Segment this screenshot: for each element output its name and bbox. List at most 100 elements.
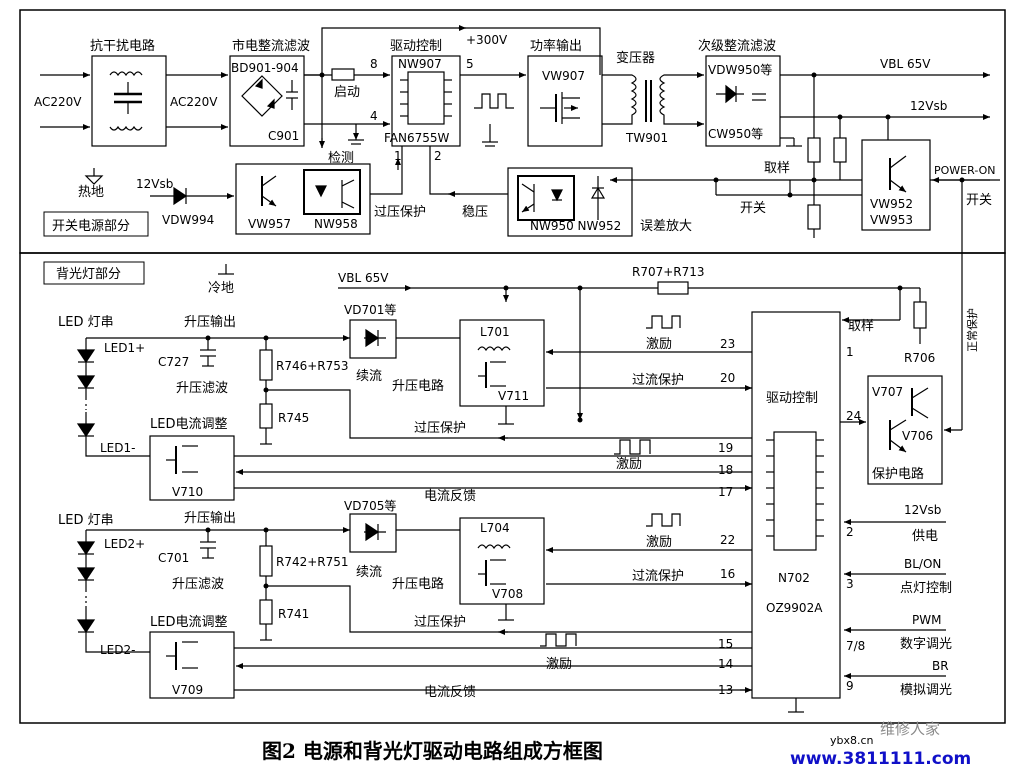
r706-resistor: [913, 301, 927, 329]
ovp-2: 过压保护: [414, 615, 466, 630]
pin-5: 5: [466, 57, 474, 71]
led-string-2: LED 灯串: [58, 513, 114, 528]
led1-minus: LED1-: [100, 441, 135, 455]
pin-1: 1: [394, 149, 402, 163]
ic-pin: 23: [720, 337, 735, 351]
ic-pin: 1: [846, 345, 854, 359]
sample-label: 取样: [764, 161, 790, 176]
led2-plus: LED2+: [104, 537, 145, 551]
hot-ground-label: 热地: [78, 185, 104, 200]
secondary-rectifier-block: [705, 55, 781, 147]
sec-part1: VDW950等: [708, 63, 772, 77]
ic-pin: 24: [846, 409, 861, 423]
ic-pin: 20: [720, 371, 735, 385]
plus300-label: +300V: [466, 33, 508, 47]
boost-circuit-2: [459, 517, 545, 605]
power-section-label: 开关电源部分: [52, 219, 130, 234]
start-resistor: [331, 68, 355, 81]
normal-protect-label: 正常保护: [965, 308, 979, 352]
boost-circ-2: 升压电路: [392, 576, 444, 592]
err-amp-label: 误差放大: [640, 219, 692, 234]
v12sb-out: 12Vsb: [910, 99, 947, 113]
boost-filter-2: 升压滤波: [172, 577, 224, 592]
in-pwm: PWM: [912, 613, 941, 627]
drv-part: NW907: [398, 57, 442, 71]
vd701-label: VD701等: [344, 303, 396, 317]
led-current-adjust-2: [149, 631, 235, 699]
oz9902a-ic: [751, 311, 841, 699]
protect-title: 保护电路: [872, 466, 924, 482]
in-12vsb: 12Vsb: [904, 503, 941, 517]
pin-8: 8: [370, 57, 378, 71]
backlight-section-label: 背光灯部分: [56, 267, 121, 282]
stab-label: 稳压: [462, 204, 488, 220]
figure-caption: 图2 电源和背光灯驱动电路组成方框图: [262, 739, 603, 763]
ic-pin: 7/8: [846, 639, 865, 653]
led2-minus: LED2-: [100, 643, 135, 657]
vw953-label: VW953: [870, 213, 913, 227]
v12sb-left: 12Vsb: [136, 177, 173, 191]
ac-input-label: AC220V: [34, 95, 82, 109]
watermark-small: ybx8.cn: [830, 734, 874, 747]
r707-label: R707+R713: [632, 265, 705, 279]
v706-label: V706: [902, 429, 933, 443]
c727-label: C727: [158, 355, 189, 369]
nw950-label: NW950 NW952: [530, 219, 621, 233]
v711-label: V711: [498, 389, 529, 403]
r746-label: R746+R753: [276, 359, 349, 373]
drv-chip: FAN6755W: [384, 131, 450, 145]
ovp-block: [235, 163, 371, 235]
vbl-bus-label: VBL 65V: [338, 271, 389, 285]
detect-label: 检测: [328, 151, 354, 166]
boost-filter-1: 升压滤波: [176, 381, 228, 396]
error-amp-block: [507, 167, 633, 237]
freewheel-1: 续流: [356, 369, 382, 384]
power-output-block: [527, 55, 603, 147]
power-on-label: POWER-ON: [934, 164, 995, 177]
fb-1: 电流反馈: [424, 489, 476, 504]
xfmr-part: TW901: [625, 131, 668, 145]
bl-sample-label: 取样: [848, 319, 874, 334]
v709-label: V709: [172, 683, 203, 697]
l704-label: L704: [480, 521, 510, 535]
v708-label: V708: [492, 587, 523, 601]
vbl-out: VBL 65V: [880, 57, 931, 71]
vd705-label: VD705等: [344, 499, 396, 513]
ic-pin: 15: [718, 637, 733, 651]
sec-title: 次级整流滤波: [698, 38, 776, 54]
sec-part2: CW950等: [708, 127, 763, 141]
led-current-adjust-1: [149, 435, 235, 501]
ic-pin: 2: [846, 525, 854, 539]
watermark-url: www.3811111.com: [790, 749, 971, 769]
emi-filter-block: [91, 55, 167, 147]
emi-title: 抗干扰电路: [90, 38, 155, 54]
vd701-block: [349, 319, 397, 359]
r707-resistor: [657, 281, 689, 295]
drive-2a: 激励: [646, 535, 672, 550]
in-digital: 数字调光: [900, 637, 952, 652]
switch-label: 开关: [740, 201, 766, 216]
drv-title: 驱动控制: [390, 39, 442, 54]
in-supply: 供电: [912, 529, 938, 544]
ic-part: N702: [778, 571, 810, 585]
r706-label: R706: [904, 351, 935, 365]
rectifier-block: [229, 55, 305, 147]
rect-cap: C901: [268, 129, 299, 143]
fb-2: 电流反馈: [424, 685, 476, 700]
r741-label: R741: [278, 607, 309, 621]
ocp-1: 过流保护: [632, 373, 684, 388]
ic-pin: 9: [846, 679, 854, 693]
ic-pin: 19: [718, 441, 733, 455]
start-label: 启动: [334, 85, 360, 100]
backlight-frame: [19, 252, 1006, 724]
ic-pin: 13: [718, 683, 733, 697]
l701-label: L701: [480, 325, 510, 339]
ic-pin: 14: [718, 657, 733, 671]
ocp-2: 过流保护: [632, 569, 684, 584]
boost-out-1: 升压输出: [184, 314, 236, 330]
r745-label: R745: [278, 411, 309, 425]
drive-1a: 激励: [646, 337, 672, 352]
ic-pin: 3: [846, 577, 854, 591]
v707-label: V707: [872, 385, 903, 399]
